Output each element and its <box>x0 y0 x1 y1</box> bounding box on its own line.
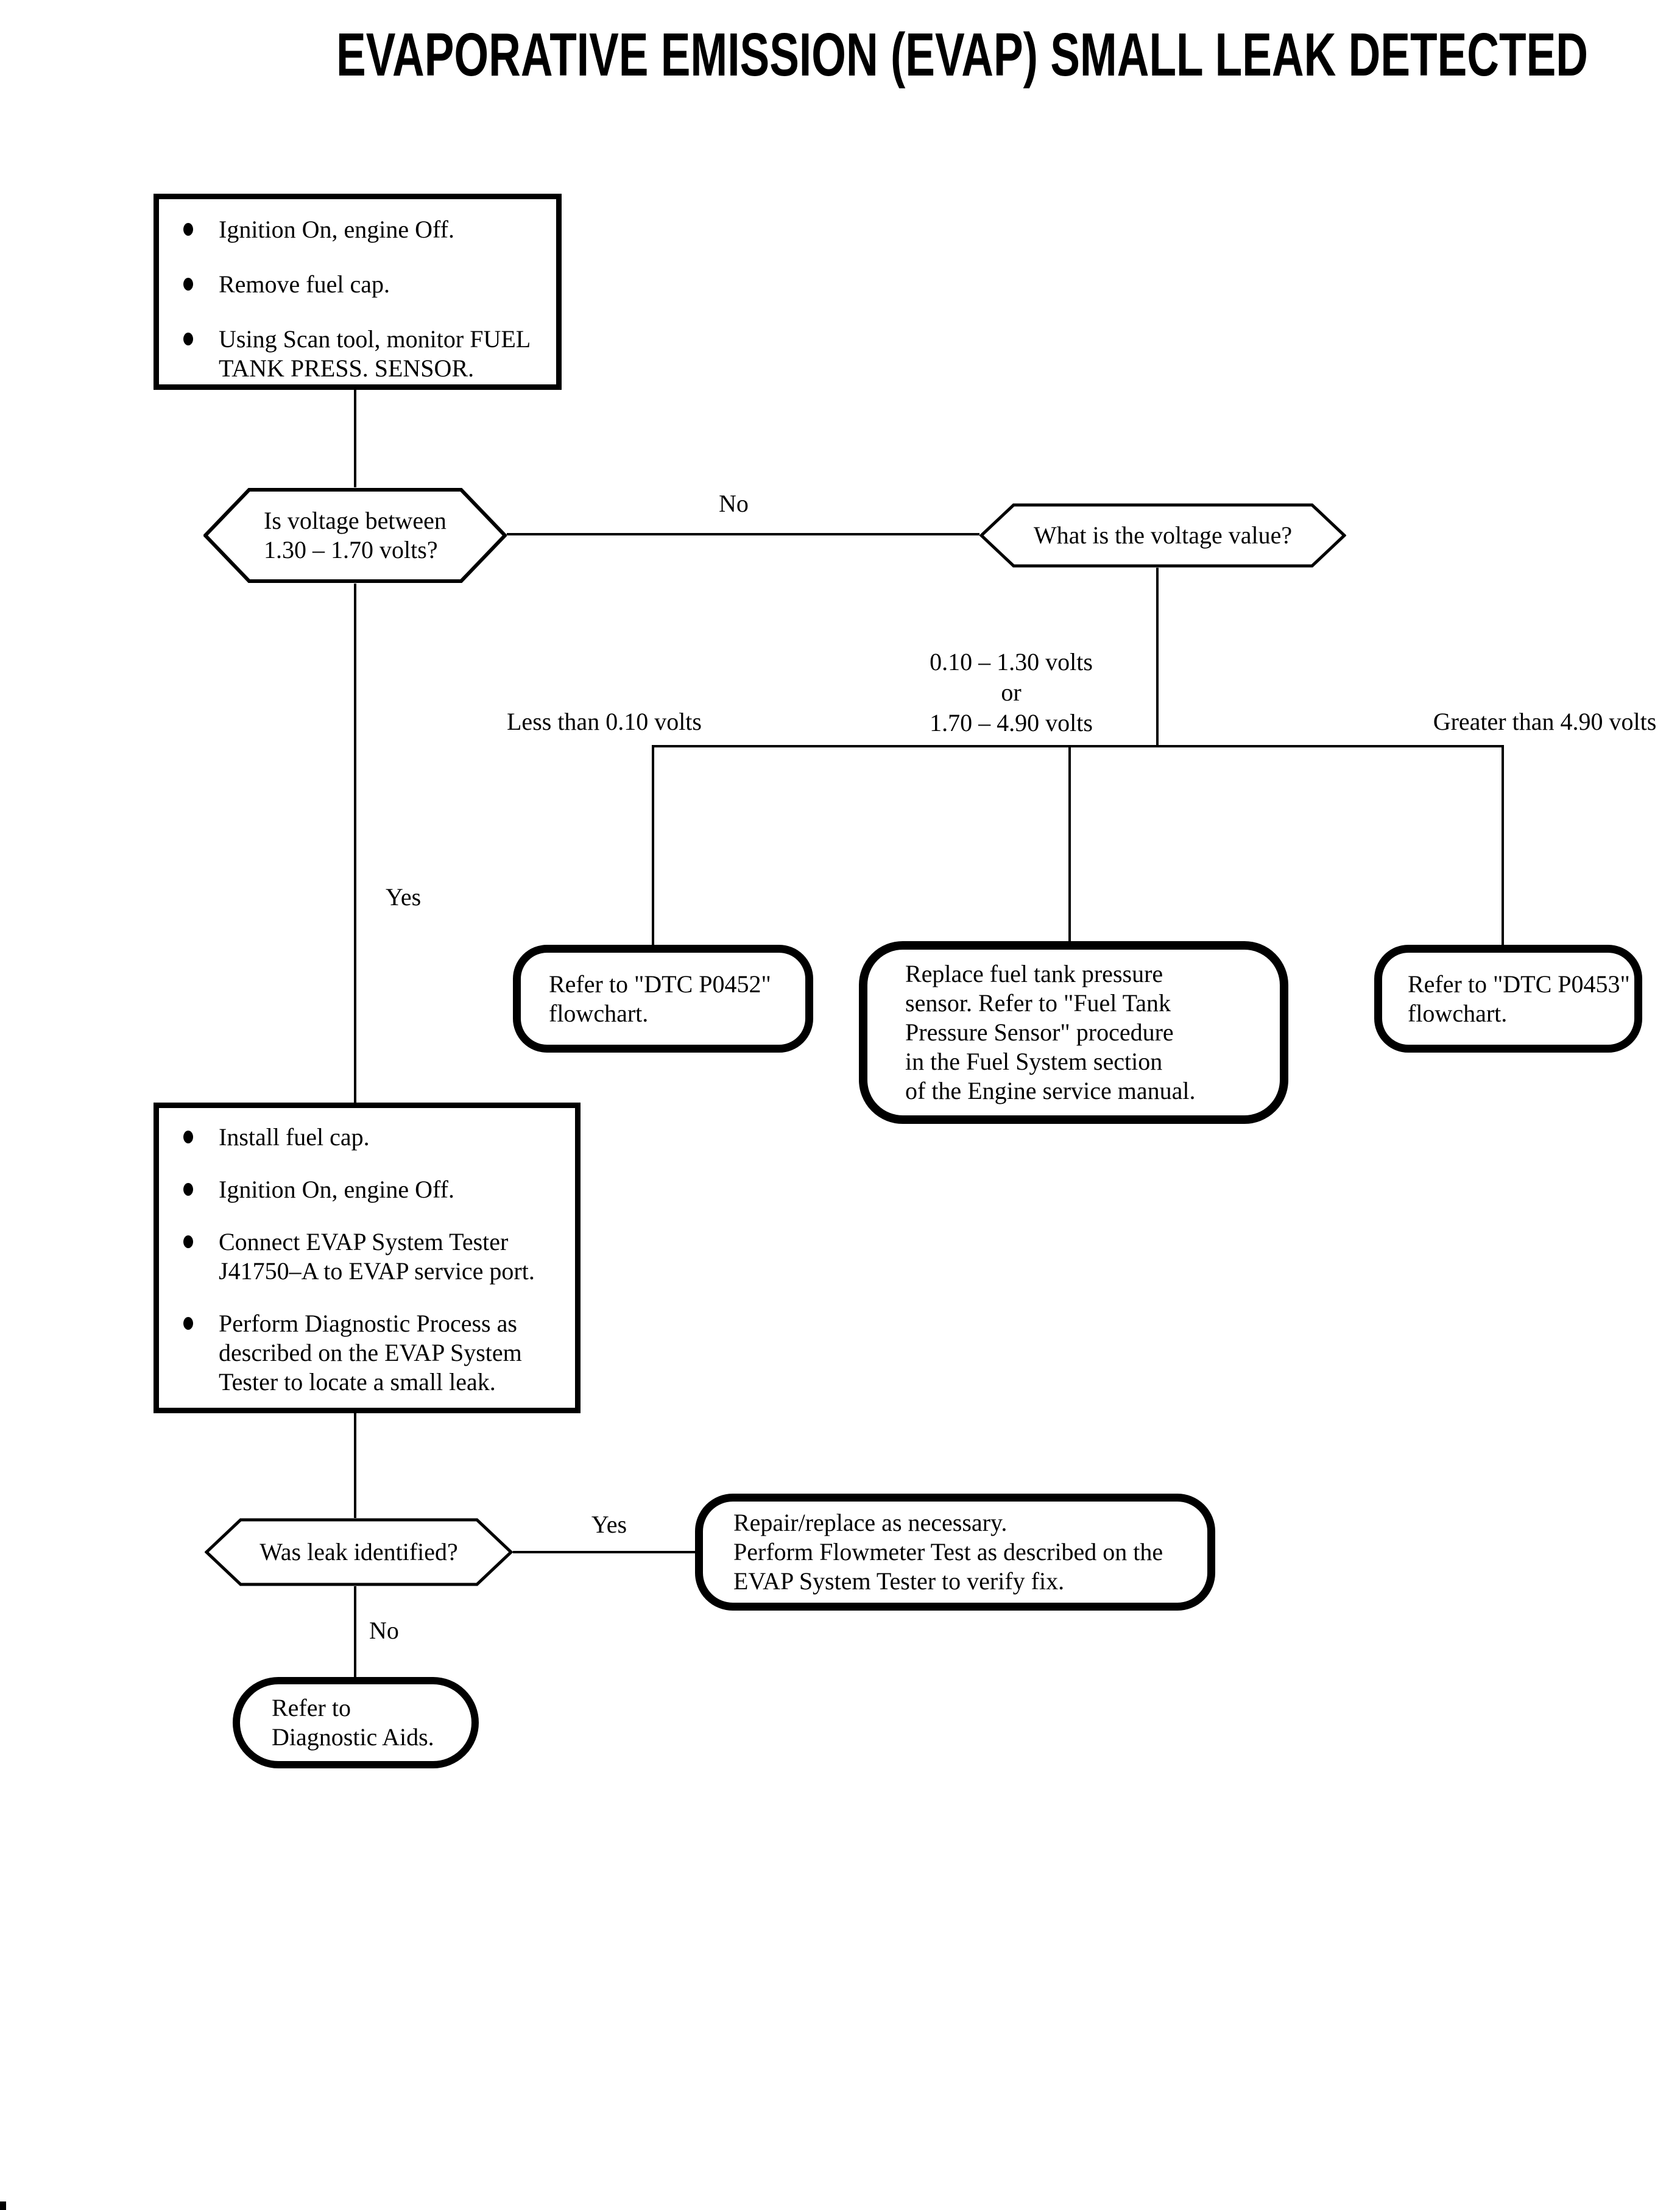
step1-bullet-3-text: Using Scan tool, monitor FUEL TANK PRESS… <box>219 325 531 382</box>
branch-label-greater-than: Greater than 4.90 volts <box>1433 708 1657 735</box>
decision1-text: Is voltage between 1.30 – 1.70 volts? <box>264 507 446 563</box>
branch-label-middle-range: 0.10 – 1.30 volts or 1.70 – 4.90 volts <box>930 648 1093 736</box>
hexagon-shape <box>205 1518 513 1586</box>
step1-bullet-2: Remove fuel cap. <box>183 270 546 299</box>
decision2-hexagon: What is the voltage value? <box>979 503 1346 568</box>
step2-bullet-3: Connect EVAP System Tester J41750–A to E… <box>183 1227 566 1286</box>
connector-decision3-no-line <box>354 1586 356 1677</box>
bullet-icon <box>183 1317 193 1330</box>
connector-decision3-yes-line <box>513 1551 695 1553</box>
step2-bullet-3-text: Connect EVAP System Tester J41750–A to E… <box>219 1228 535 1285</box>
step1-bullet-1: Ignition On, engine Off. <box>183 215 546 244</box>
step1-bullet-3: Using Scan tool, monitor FUEL TANK PRESS… <box>183 325 546 383</box>
connector-step1-to-decision1 <box>354 390 356 487</box>
decision2-text: What is the voltage value? <box>1033 521 1293 549</box>
connector-decision1-yes-line <box>354 584 356 1103</box>
connector-decision2-down <box>1156 568 1159 746</box>
step1-bullet-2-text: Remove fuel cap. <box>219 270 390 298</box>
step1-box: Ignition On, engine Off. Remove fuel cap… <box>154 194 562 390</box>
bullet-icon <box>183 278 193 291</box>
bullet-icon <box>183 1183 193 1196</box>
decision1-yes-label: Yes <box>386 883 422 911</box>
action-replace-sensor-box: Replace fuel tank pressure sensor. Refer… <box>859 941 1288 1124</box>
decision3-text: Was leak identified? <box>259 1538 458 1566</box>
connector-branch-middle-drop <box>1068 745 1071 941</box>
bullet-icon <box>183 1131 193 1143</box>
connector-branch-right-drop <box>1502 745 1504 945</box>
connector-branch-bar <box>652 745 1504 747</box>
decision3-no-label: No <box>369 1617 399 1644</box>
action-dtc-p0453-text: Refer to "DTC P0453" flowchart. <box>1408 970 1630 1027</box>
hexagon-shape <box>203 488 507 583</box>
step2-bullet-2-text: Ignition On, engine Off. <box>219 1176 454 1203</box>
connector-branch-left-drop <box>652 745 654 945</box>
branch-label-less-than: Less than 0.10 volts <box>507 708 702 735</box>
decision3-hexagon: Was leak identified? <box>205 1518 513 1586</box>
bullet-icon <box>183 333 193 345</box>
action-repair-text: Repair/replace as necessary. Perform Flo… <box>733 1509 1163 1595</box>
action-repair-box: Repair/replace as necessary. Perform Flo… <box>695 1494 1215 1611</box>
bullet-icon <box>183 1235 193 1248</box>
decision1-no-label: No <box>719 490 749 517</box>
step2-bullet-4: Perform Diagnostic Process as described … <box>183 1309 566 1397</box>
step1-bullet-1-text: Ignition On, engine Off. <box>219 216 454 243</box>
decision1-hexagon: Is voltage between 1.30 – 1.70 volts? <box>203 487 507 584</box>
action-diagnostic-aids-text: Refer to Diagnostic Aids. <box>272 1694 434 1751</box>
step2-box: Install fuel cap. Ignition On, engine Of… <box>154 1103 581 1413</box>
hexagon-shape <box>979 503 1346 568</box>
step2-bullet-1-text: Install fuel cap. <box>219 1123 370 1151</box>
page-title-text: EVAPORATIVE EMISSION (EVAP) SMALL LEAK D… <box>336 21 1589 89</box>
step2-bullet-1: Install fuel cap. <box>183 1123 566 1152</box>
bullet-icon <box>183 223 193 236</box>
scan-artifact <box>0 2201 6 2210</box>
step2-bullet-2: Ignition On, engine Off. <box>183 1175 566 1204</box>
action-dtc-p0452-box: Refer to "DTC P0452" flowchart. <box>513 945 813 1053</box>
connector-decision1-no-line <box>507 533 979 535</box>
page-title: EVAPORATIVE EMISSION (EVAP) SMALL LEAK D… <box>105 23 1680 87</box>
action-replace-sensor-text: Replace fuel tank pressure sensor. Refer… <box>905 960 1196 1104</box>
connector-step2-to-decision3 <box>354 1413 356 1518</box>
action-dtc-p0452-text: Refer to "DTC P0452" flowchart. <box>549 970 771 1027</box>
action-diagnostic-aids-box: Refer to Diagnostic Aids. <box>233 1677 479 1768</box>
action-dtc-p0453-box: Refer to "DTC P0453" flowchart. <box>1374 945 1642 1053</box>
decision3-yes-label: Yes <box>591 1511 627 1538</box>
step2-bullet-4-text: Perform Diagnostic Process as described … <box>219 1310 522 1396</box>
